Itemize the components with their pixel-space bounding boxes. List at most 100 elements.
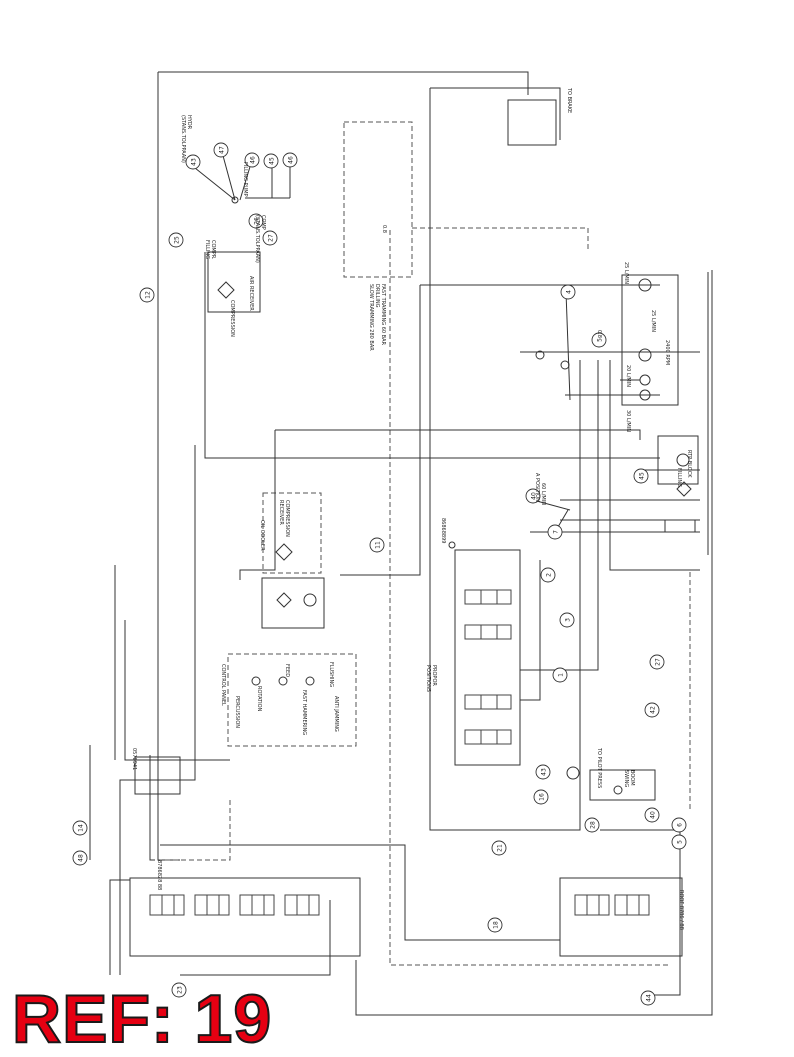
pump-symbol-2 (638, 348, 652, 362)
gearbox-brake-block (507, 99, 557, 146)
label-compression: COMPRESSION (229, 300, 235, 337)
label-fast-tramming: FAST TRAMMING 60 BARDRILLINGSLOW TRAMMIN… (368, 284, 386, 351)
callout-18: 27 (649, 654, 665, 670)
svg-text:47: 47 (219, 146, 226, 154)
label-filling-pump: FILLING PUMP (242, 162, 248, 197)
label-hose-label: FILLING (676, 468, 682, 487)
callout-10: 5 (591, 332, 607, 348)
label-valve-block-b: 0578941 (131, 748, 137, 770)
callout-28: 14 (72, 820, 88, 836)
callout-23: 40 (644, 807, 660, 823)
pump-symbol-3 (639, 374, 651, 386)
callout-22: 28 (584, 817, 600, 833)
line-a20 (180, 900, 331, 976)
label-fast-hammering: FAST HAMMERING (301, 690, 307, 735)
motor-symbol-4 (566, 766, 580, 780)
svg-text:26: 26 (254, 217, 261, 225)
line-a1 (204, 252, 660, 459)
label-air-receiver: AIR RECEIVER (248, 276, 254, 311)
label-flow-2: 20 L/MIN (625, 365, 631, 387)
svg-text:14: 14 (78, 824, 85, 832)
callout-0: 12 (139, 287, 155, 303)
oil-cooler-box (262, 492, 322, 574)
callout-21: 16 (533, 789, 549, 805)
label-valve-block-c: 8786828 88 (156, 860, 162, 890)
callout-1: 25 (168, 232, 184, 248)
valve-block-center (454, 549, 521, 766)
filter-1 (217, 281, 235, 299)
line-bottom (109, 879, 130, 975)
label-valve-block-top: 86868899 (440, 518, 446, 543)
svg-text:42: 42 (650, 706, 657, 714)
label-flow-1: 25 L/MIN (650, 310, 656, 332)
gauge-1 (251, 676, 261, 686)
label-flow-4: 2400 RPM (664, 340, 670, 365)
line-a4 (275, 429, 641, 440)
manifold-block (134, 756, 181, 795)
svg-text:44: 44 (646, 994, 653, 1002)
pump-block (621, 274, 679, 406)
main-line-left-vertical (157, 72, 180, 861)
svg-text:43: 43 (541, 768, 548, 776)
compressor-symbol (231, 196, 239, 204)
svg-text:5: 5 (677, 840, 684, 844)
valve-block-lower-left (129, 877, 361, 957)
label-comp-stans: COMP(STANS.TOLPPAAN) (254, 215, 266, 263)
pump-symbol-1 (638, 278, 652, 292)
callout-12: 40 (525, 488, 541, 504)
svg-text:40: 40 (650, 811, 657, 819)
svg-text:6: 6 (677, 823, 684, 827)
callout-4: 46 (244, 152, 260, 168)
label-d-08b: 0.8 (381, 225, 387, 233)
svg-text:21: 21 (497, 844, 504, 852)
label-pilot-c: RTP BLOCK (686, 450, 692, 478)
line-a2 (119, 445, 196, 975)
label-pilot-pressure: TO PILOT PRESS (596, 747, 602, 788)
motor-symbol-3 (303, 593, 317, 607)
label-feed: FEED (284, 664, 290, 677)
callout-27: 48 (72, 850, 88, 866)
svg-text:16: 16 (539, 793, 546, 801)
callout-7: 26 (248, 213, 264, 229)
svg-text:25: 25 (174, 236, 181, 244)
motor-symbol-2 (560, 360, 570, 370)
filling-pump-symbol (676, 453, 690, 467)
svg-text:2: 2 (546, 573, 553, 577)
callout-11: 45 (633, 468, 649, 484)
callout-5: 45 (263, 153, 279, 169)
line-a6 (340, 285, 421, 576)
svg-text:45: 45 (269, 157, 276, 165)
boom-swing-block (589, 769, 656, 801)
callout-24: 6 (671, 817, 687, 833)
svg-text:46: 46 (288, 156, 295, 164)
line-a7 (429, 88, 581, 831)
label-pump-label: 25 L/MIN (623, 262, 629, 284)
callout-16: 3 (559, 612, 575, 628)
oil-cooler-unit (261, 577, 325, 629)
svg-text:18: 18 (493, 921, 500, 929)
svg-text:11: 11 (375, 541, 382, 549)
callout-30: 18 (487, 917, 503, 933)
pump-symbol-4 (639, 389, 651, 401)
label-boom-swing: BOOMSWING (623, 770, 635, 787)
label-control-panel: CONTROL PANEL (220, 664, 226, 706)
callout-29: 23 (171, 982, 187, 998)
callout-26: 21 (491, 840, 507, 856)
node-1 (448, 541, 456, 549)
label-flushing: FLUSHING (328, 662, 334, 687)
pilot-dashed-2 (389, 230, 670, 966)
callout-13: 7 (547, 524, 563, 540)
label-pilot-b: 60 L/MIN (540, 483, 546, 505)
motor-symbol-1 (535, 350, 545, 360)
svg-text:27: 27 (268, 234, 275, 242)
relay-block (664, 519, 696, 533)
svg-text:5: 5 (597, 338, 604, 342)
callout-20: 43 (535, 764, 551, 780)
svg-text:40: 40 (531, 492, 538, 500)
line-a12 (520, 360, 599, 671)
label-percussion: PERCUSSION (234, 696, 240, 728)
control-panel-box (227, 653, 357, 747)
label-compression-receiver: COMPRESSIONRECEIVER (278, 500, 290, 537)
label-compr-filling: COMPR.FILLING (204, 240, 216, 260)
